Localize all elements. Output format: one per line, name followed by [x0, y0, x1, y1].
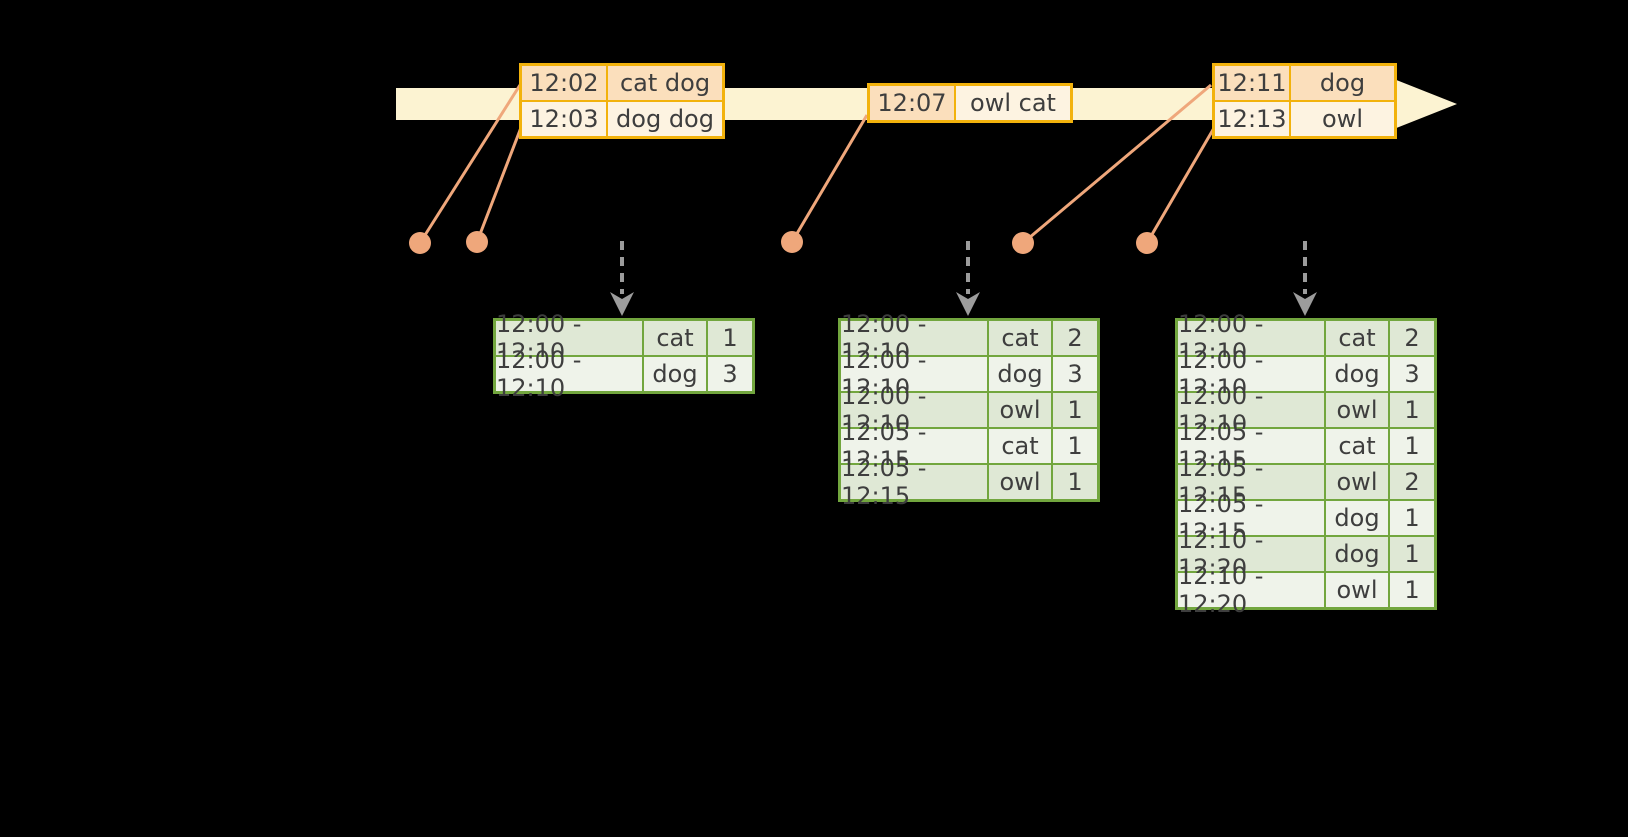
word-cell: cat: [1326, 321, 1388, 355]
event-dot: [409, 232, 431, 254]
event-dot: [466, 231, 488, 253]
result-row: 12:00 - 12:10 dog 3: [841, 346, 1097, 402]
count-cell: 1: [1390, 501, 1434, 535]
connector-line: [1145, 127, 1216, 244]
word-cell: cat: [1326, 429, 1388, 463]
result-row: 12:00 - 12:10 cat 1: [496, 310, 752, 366]
event-words-cell: cat dog: [608, 66, 722, 100]
event-row: 12:11 dog: [1215, 66, 1394, 100]
word-cell: owl: [1326, 573, 1388, 607]
result-row: 12:05 - 12:15 owl 1: [841, 454, 1097, 510]
count-cell: 1: [1390, 429, 1434, 463]
timeline-arrowhead-icon: [1394, 79, 1457, 129]
result-table-1: 12:00 - 12:10 cat 1 12:00 - 12:10 dog 3: [493, 310, 755, 402]
word-cell: cat: [989, 429, 1051, 463]
count-cell: 2: [1390, 321, 1434, 355]
event-table-2: 12:07 owl cat: [867, 83, 1073, 123]
event-row: 12:03 dog dog: [522, 102, 722, 136]
event-words-cell: dog dog: [608, 102, 722, 136]
result-row: 12:00 - 12:10 owl 1: [841, 382, 1097, 438]
event-row: 12:13 owl: [1215, 102, 1394, 136]
word-cell: dog: [1326, 537, 1388, 571]
event-dot: [1136, 232, 1158, 254]
count-cell: 1: [1390, 393, 1434, 427]
event-row: 12:02 cat dog: [522, 66, 722, 100]
count-cell: 3: [1390, 357, 1434, 391]
event-time-cell: 12:07: [870, 86, 954, 120]
window-cell: 12:00 - 12:10: [1178, 310, 1324, 366]
event-time-cell: 12:03: [522, 102, 606, 136]
result-row: 12:00 - 12:10 owl 1: [1178, 382, 1434, 438]
count-cell: 1: [1390, 573, 1434, 607]
event-table-1: 12:02 cat dog 12:03 dog dog: [519, 63, 725, 139]
event-time-cell: 12:11: [1215, 66, 1289, 100]
count-cell: 3: [1053, 357, 1097, 391]
word-cell: dog: [1326, 501, 1388, 535]
word-cell: cat: [644, 321, 706, 355]
window-cell: 12:00 - 12:10: [1178, 382, 1324, 438]
result-table-3: 12:00 - 12:10 cat 2 12:00 - 12:10 dog 3 …: [1175, 310, 1437, 618]
count-cell: 2: [1053, 321, 1097, 355]
count-cell: 2: [1390, 465, 1434, 499]
word-cell: owl: [1326, 465, 1388, 499]
window-cell: 12:05 - 12:15: [841, 454, 987, 510]
word-cell: owl: [1326, 393, 1388, 427]
window-cell: 12:00 - 12:10: [841, 346, 987, 402]
result-row: 12:05 - 12:15 cat 1: [841, 418, 1097, 474]
word-cell: dog: [644, 357, 706, 391]
connector-line: [475, 124, 524, 243]
word-cell: dog: [989, 357, 1051, 391]
event-time-cell: 12:02: [522, 66, 606, 100]
word-cell: cat: [989, 321, 1051, 355]
word-cell: owl: [989, 465, 1051, 499]
window-cell: 12:00 - 12:10: [841, 382, 987, 438]
event-words-cell: owl cat: [956, 86, 1070, 120]
event-row: 12:07 owl cat: [870, 86, 1070, 120]
count-cell: 1: [1053, 465, 1097, 499]
window-cell: 12:05 - 12:15: [841, 418, 987, 474]
event-table-3: 12:11 dog 12:13 owl: [1212, 63, 1397, 139]
connector-line: [790, 114, 869, 243]
result-table-2: 12:00 - 12:10 cat 2 12:00 - 12:10 dog 3 …: [838, 310, 1100, 510]
word-cell: dog: [1326, 357, 1388, 391]
window-cell: 12:10 - 12:20: [1178, 562, 1324, 618]
count-cell: 1: [1390, 537, 1434, 571]
event-dot: [781, 231, 803, 253]
window-cell: 12:00 - 12:10: [496, 310, 642, 366]
event-words-cell: dog: [1291, 66, 1394, 100]
word-cell: owl: [989, 393, 1051, 427]
count-cell: 1: [708, 321, 752, 355]
result-row: 12:00 - 12:10 dog 3: [496, 346, 752, 402]
count-cell: 3: [708, 357, 752, 391]
result-row: 12:10 - 12:20 owl 1: [1178, 562, 1434, 618]
count-cell: 1: [1053, 393, 1097, 427]
trigger-arrows: [610, 241, 1317, 316]
result-row: 12:10 - 12:20 dog 1: [1178, 526, 1434, 582]
event-words-cell: owl: [1291, 102, 1394, 136]
event-dots: [409, 231, 1158, 254]
window-cell: 12:00 - 12:10: [496, 346, 642, 402]
event-time-cell: 12:13: [1215, 102, 1289, 136]
count-cell: 1: [1053, 429, 1097, 463]
result-row: 12:00 - 12:10 cat 2: [1178, 310, 1434, 366]
event-dot: [1012, 232, 1034, 254]
